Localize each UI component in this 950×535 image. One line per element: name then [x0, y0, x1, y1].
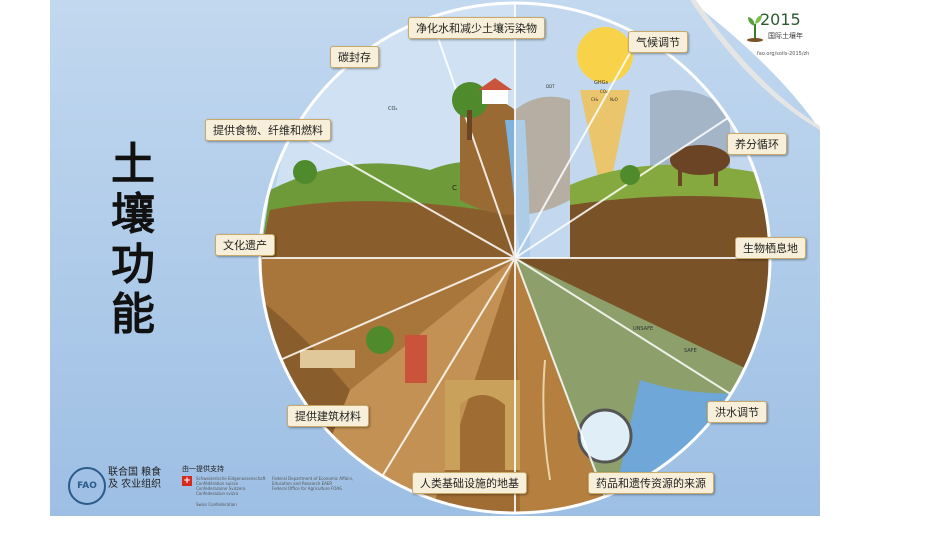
carbon-ball-text: C — [452, 184, 457, 192]
label-text: 提供食物、纤维和燃料 — [213, 124, 323, 137]
label-building-materials: 提供建筑材料 — [287, 405, 369, 427]
co2-bubble-text: CO₂ — [388, 106, 397, 112]
label-text: 净化水和减少土壤污染物 — [416, 22, 537, 35]
fao-logo-icon: FAO — [68, 467, 106, 505]
label-climate-regulation: 气候调节 — [628, 31, 688, 53]
safe-sign-text: SAFE — [684, 348, 697, 354]
label-water-purification: 净化水和减少土壤污染物 — [408, 17, 545, 39]
label-nutrient-cycling: 养分循环 — [727, 133, 787, 155]
label-text: 养分循环 — [735, 138, 779, 151]
label-text: 洪水调节 — [715, 406, 759, 419]
fao-name: 联合国 粮食及 农业组织 — [108, 467, 162, 490]
label-text: 生物栖息地 — [743, 242, 798, 255]
page-title-char: 功 — [111, 239, 155, 290]
swiss-line: Schweizerische Eidgenossenschaft — [196, 476, 266, 481]
ghgs-text: GHGs — [594, 80, 609, 86]
dept-line: Federal Office for Agriculture FOAG — [272, 486, 343, 491]
poster: CO₂ GHGs CO₂ CH₄ N₂O DDT UNSAFE SAFE C — [50, 0, 820, 516]
swiss-line: Confederaziun svizra — [196, 491, 239, 496]
poster-illustration: CO₂ GHGs CO₂ CH₄ N₂O DDT UNSAFE SAFE C — [50, 0, 820, 516]
label-text: 人类基础设施的地基 — [420, 477, 519, 490]
n2o-text: N₂O — [610, 97, 618, 102]
dept-line: Federal Department of Economic Affairs, — [272, 476, 354, 481]
ddt-text: DDT — [546, 84, 555, 89]
page-title-char: 壤 — [111, 189, 155, 240]
label-infrastructure: 人类基础设施的地基 — [412, 472, 527, 494]
label-flood-regulation: 洪水调节 — [707, 401, 767, 423]
label-text: 药品和遗传资源的来源 — [596, 477, 706, 490]
unsafe-sign-text: UNSAFE — [633, 326, 653, 332]
label-food-fiber-fuel: 提供食物、纤维和燃料 — [205, 119, 331, 141]
label-text: 文化遗产 — [223, 239, 267, 252]
label-cultural-heritage: 文化遗产 — [215, 234, 275, 256]
label-text: 气候调节 — [636, 36, 680, 49]
soil-functions-wheel — [260, 3, 770, 513]
seedling-icon — [747, 15, 763, 42]
page-title-char: 能 — [111, 289, 155, 340]
swiss-confederation: Swiss Confederation — [196, 502, 237, 507]
label-text: 提供建筑材料 — [295, 410, 361, 423]
label-habitat: 生物栖息地 — [735, 237, 806, 259]
year-badge-url: fao.org/soils-2015/zh — [757, 51, 810, 57]
swiss-line: Confédération suisse — [196, 481, 239, 486]
swiss-line: Confederazione Svizzera — [196, 486, 246, 491]
year-badge-subtitle: 国际土壤年 — [768, 32, 803, 40]
label-medicine-genetic: 药品和遗传资源的来源 — [588, 472, 714, 494]
label-carbon-sequestration: 碳封存 — [330, 46, 379, 68]
page-title: 土 壤 功 能 — [108, 140, 158, 340]
swiss-flag-icon: + — [182, 476, 192, 486]
label-text: 碳封存 — [338, 51, 371, 64]
dept-line: Education and Research EAER — [272, 481, 333, 486]
co2-gas-text: CO₂ — [600, 89, 608, 94]
year-badge: 2015 — [760, 10, 801, 29]
support-text: 由一提供支持 — [182, 465, 224, 473]
ch4-text: CH₄ — [591, 97, 599, 102]
page-title-char: 土 — [111, 139, 155, 190]
